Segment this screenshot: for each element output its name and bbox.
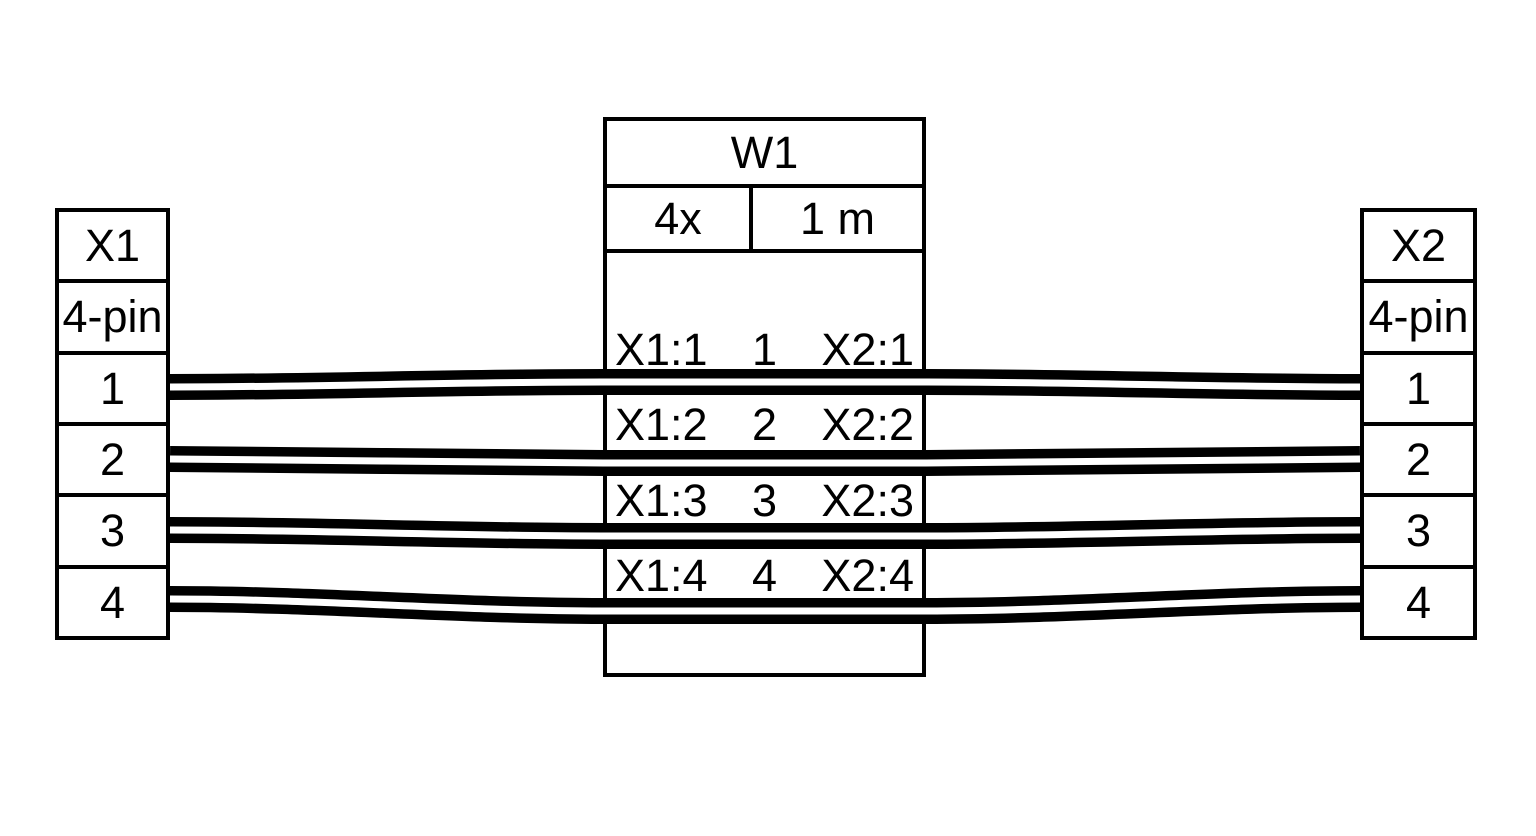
wire-2-to-label: X2:2 <box>821 398 914 450</box>
wire-4-from-label: X1:4 <box>615 549 708 601</box>
wire-1-number: 1 <box>751 323 778 375</box>
cable-wire-row-1: X1:1 1 X2:1 <box>607 314 922 384</box>
connector-x1-pin-1: 1 <box>59 350 166 422</box>
connector-x1-pin-4: 4 <box>59 564 166 636</box>
wire-1-to-label: X2:1 <box>821 323 914 375</box>
connector-x2-type: 4-pin <box>1364 279 1473 351</box>
cable-info-row: 4x 1 m <box>607 188 922 253</box>
cable-wirecount: 4x <box>607 188 753 249</box>
wire-4-to-label: X2:4 <box>821 549 914 601</box>
connector-x1-designator: X1 <box>59 212 166 280</box>
cable-wire-row-4: X1:4 4 X2:4 <box>607 540 922 610</box>
cable-wire-row-2: X1:2 2 X2:2 <box>607 389 922 459</box>
wire-2-number: 2 <box>751 398 778 450</box>
wire-4-number: 4 <box>751 549 778 601</box>
connector-x1-pin-2: 2 <box>59 421 166 494</box>
wire-3-from-label: X1:3 <box>615 474 708 526</box>
connector-x1: X1 4-pin 1 2 3 4 <box>55 208 170 640</box>
connector-x2: X2 4-pin 1 2 3 4 <box>1360 208 1477 640</box>
wire-3-number: 3 <box>751 474 778 526</box>
connector-x1-pin-3: 3 <box>59 493 166 565</box>
wire-1-from-label: X1:1 <box>615 323 708 375</box>
connector-x2-designator: X2 <box>1364 212 1473 280</box>
cable-wire-row-3: X1:3 3 X2:3 <box>607 465 922 535</box>
connector-x1-type: 4-pin <box>59 279 166 351</box>
connector-x2-pin-2: 2 <box>1364 421 1473 494</box>
cable-designator: W1 <box>607 121 922 188</box>
connector-x2-pin-4: 4 <box>1364 564 1473 636</box>
connector-x2-pin-3: 3 <box>1364 493 1473 565</box>
connector-x2-pin-1: 1 <box>1364 350 1473 422</box>
wire-2-from-label: X1:2 <box>615 398 708 450</box>
wire-3-to-label: X2:3 <box>821 474 914 526</box>
cable-w1: W1 4x 1 m X1:1 1 X2:1 X1:2 2 X2:2 X1:3 3… <box>603 117 926 677</box>
cable-length: 1 m <box>799 192 875 244</box>
